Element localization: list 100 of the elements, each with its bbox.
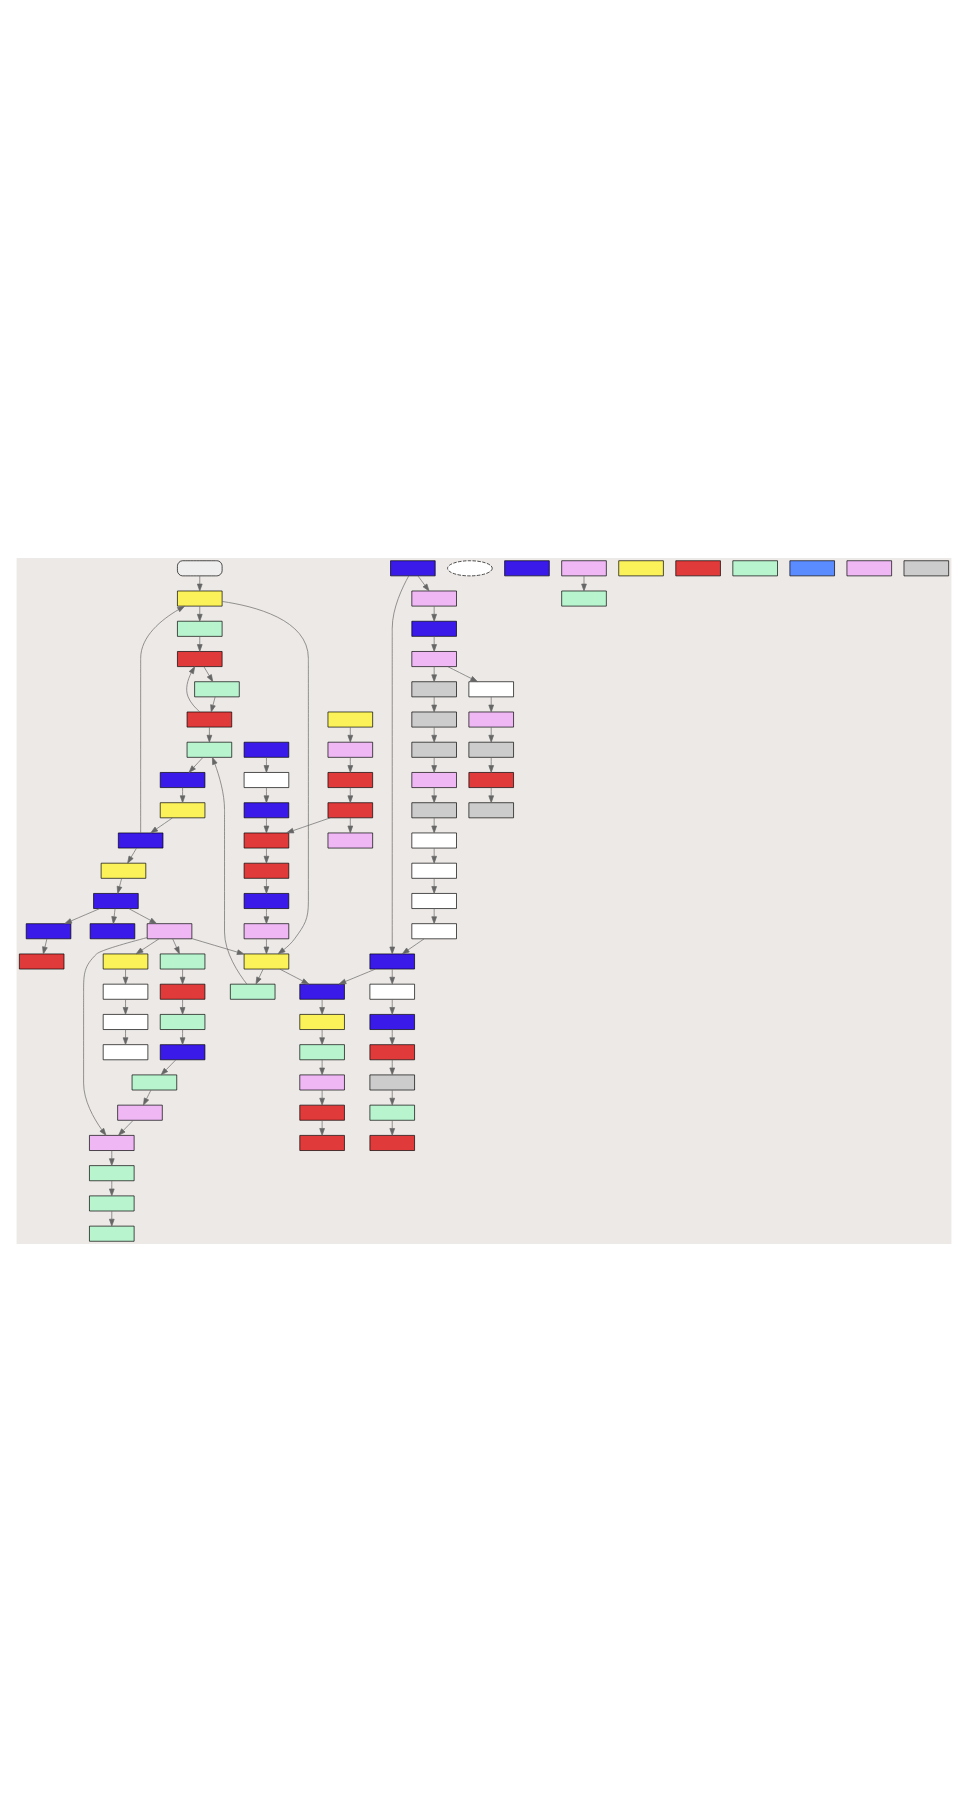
node-box — [159, 982, 206, 999]
arrow — [179, 786, 186, 802]
node-box — [411, 892, 457, 908]
arrow — [389, 998, 395, 1014]
node-box — [299, 1043, 345, 1060]
node-box — [89, 922, 136, 939]
arrow — [581, 574, 587, 591]
node-box — [411, 650, 457, 666]
node-box — [561, 589, 607, 606]
node-box — [903, 559, 949, 576]
node-box — [102, 952, 149, 969]
arrow — [172, 937, 180, 954]
node-box — [561, 559, 607, 576]
arrow — [263, 846, 270, 863]
node-box — [243, 740, 290, 757]
node-box — [89, 1224, 135, 1241]
arrow — [212, 756, 248, 984]
node-box — [369, 952, 415, 969]
arrow — [319, 998, 325, 1014]
node-box — [411, 831, 457, 848]
arrow — [150, 816, 173, 833]
node-box — [369, 1103, 415, 1120]
arrow — [279, 967, 310, 984]
arrow — [286, 816, 331, 833]
node-box — [93, 892, 139, 908]
node-box — [411, 589, 457, 606]
node-box — [411, 619, 457, 636]
node-box — [159, 771, 206, 787]
node-box — [411, 922, 457, 939]
node-box — [25, 922, 72, 939]
arrow — [116, 877, 123, 893]
arrow — [319, 1088, 325, 1105]
arrow — [431, 695, 437, 712]
arrow — [188, 756, 204, 772]
arrow — [431, 816, 437, 833]
arrow — [140, 604, 185, 833]
node-box — [468, 740, 514, 757]
arrow — [447, 665, 478, 682]
arrow — [263, 786, 270, 802]
arrow — [143, 1088, 152, 1105]
arrow — [488, 725, 494, 742]
node-box — [177, 619, 223, 636]
node-box — [299, 1134, 345, 1150]
node-box — [177, 559, 223, 576]
node-box — [327, 740, 373, 757]
arrow — [347, 816, 354, 833]
node-box — [89, 1194, 135, 1211]
arrow — [488, 786, 494, 802]
node-box — [117, 1103, 163, 1120]
arrow — [160, 1058, 177, 1075]
arrow — [197, 574, 203, 591]
arrow — [197, 635, 203, 651]
node-box — [299, 1013, 345, 1029]
arrow — [179, 998, 186, 1014]
arrow — [109, 1149, 115, 1165]
arrow — [206, 725, 213, 742]
node-box — [411, 680, 457, 697]
arrow — [191, 937, 245, 954]
arrow — [263, 756, 270, 772]
arrow — [135, 937, 160, 954]
arrow — [401, 937, 425, 954]
node-box — [131, 1073, 178, 1090]
arrow — [347, 786, 354, 802]
node-box — [327, 801, 373, 818]
arrow — [389, 1058, 395, 1075]
node-box — [504, 559, 550, 576]
node-box — [89, 1164, 135, 1181]
node-box — [159, 952, 206, 969]
node-box — [732, 559, 778, 576]
node-box — [299, 982, 345, 999]
arrow — [263, 937, 270, 954]
node-box — [89, 1134, 135, 1150]
arrow — [109, 1209, 115, 1226]
arrow — [431, 846, 437, 863]
arrow — [64, 907, 100, 923]
node-box — [243, 952, 290, 969]
node-box — [299, 1073, 345, 1090]
node-box — [186, 710, 233, 727]
arrow — [389, 967, 395, 984]
node-box — [102, 1013, 149, 1029]
arrow — [255, 967, 264, 984]
arrow — [431, 756, 437, 772]
node-box — [675, 559, 721, 576]
arrow — [389, 574, 410, 954]
arrow — [128, 907, 157, 923]
node-box — [100, 861, 147, 878]
node-box — [102, 1043, 149, 1060]
arrow — [389, 1088, 395, 1105]
arrow — [127, 846, 137, 863]
node-box — [618, 559, 664, 576]
arrow — [221, 600, 309, 954]
node-box — [243, 771, 290, 787]
arrow — [431, 604, 437, 621]
arrow — [417, 574, 430, 591]
node-box — [117, 831, 164, 848]
arrow — [431, 725, 437, 742]
arrow — [319, 1058, 325, 1075]
arrow — [347, 756, 354, 772]
arrow — [431, 907, 437, 923]
arrow — [111, 907, 117, 923]
